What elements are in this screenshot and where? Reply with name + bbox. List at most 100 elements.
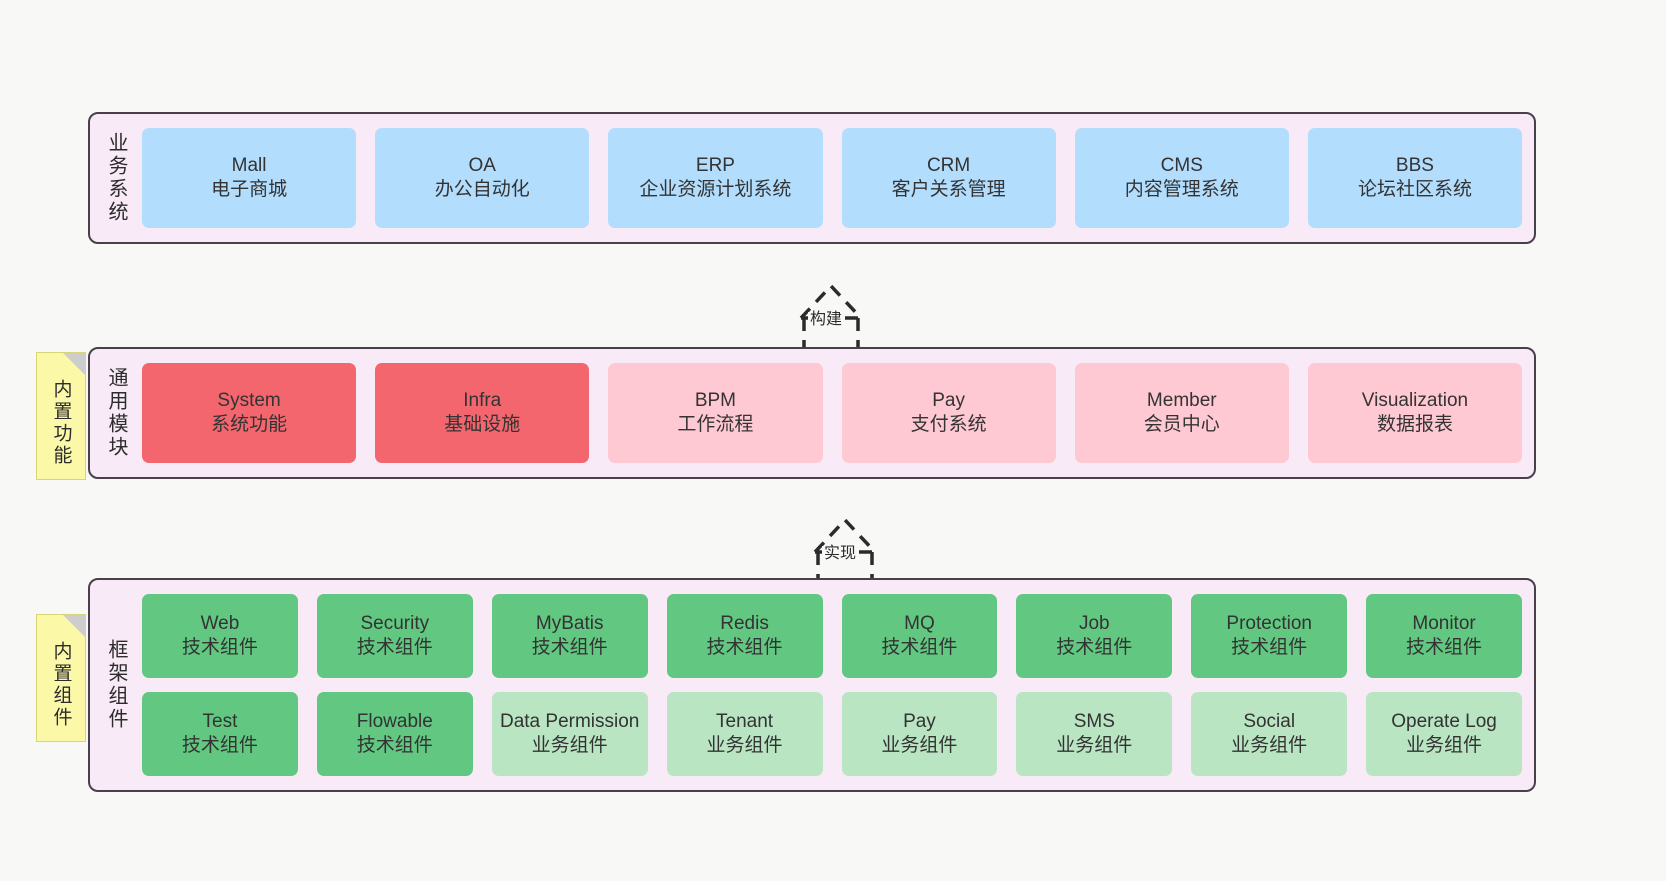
card-title-cn: 技术组件	[531, 637, 608, 658]
card-title-en: Mall	[231, 154, 267, 176]
card-title-cn: 技术组件	[356, 735, 433, 756]
card-system[interactable]: System 系统功能	[142, 363, 357, 463]
card-cms[interactable]: CMS 内容管理系统	[1074, 128, 1289, 228]
note-builtin-component: 内置组件	[36, 614, 86, 742]
layer-title-common: 通用模块	[105, 367, 127, 459]
card-title-en: MyBatis	[535, 612, 604, 634]
card-social[interactable]: Social 业务组件	[1191, 692, 1348, 776]
note-fold-corner-icon	[63, 615, 85, 637]
note-label: 内置组件	[50, 641, 72, 729]
card-infra[interactable]: Infra 基础设施	[375, 363, 590, 463]
layer-business-system: 业务系统 Mall 电子商城 OA 办公自动化 ERP 企业资源计划系统	[88, 112, 1536, 244]
card-title-en: Operate Log	[1391, 710, 1497, 732]
card-job[interactable]: Job 技术组件	[1016, 594, 1173, 678]
card-monitor[interactable]: Monitor 技术组件	[1366, 594, 1522, 678]
card-pay-module[interactable]: Pay 支付系统	[841, 363, 1056, 463]
layer-body-business: Mall 电子商城 OA 办公自动化 ERP 企业资源计划系统 CRM 客户关系…	[142, 114, 1534, 242]
card-visualization[interactable]: Visualization 数据报表	[1307, 363, 1523, 463]
note-builtin-function: 内置功能	[36, 352, 86, 480]
card-title-cn: 系统功能	[211, 414, 288, 435]
card-redis[interactable]: Redis 技术组件	[666, 594, 823, 678]
card-crm[interactable]: CRM 客户关系管理	[841, 128, 1056, 228]
connector-build-svg	[799, 283, 863, 353]
connector-build: 构建	[756, 258, 906, 353]
card-title-en: Security	[360, 612, 430, 634]
card-title-cn: 业务组件	[1056, 735, 1133, 756]
card-bpm[interactable]: BPM 工作流程	[608, 363, 823, 463]
card-title-en: OA	[468, 154, 496, 176]
card-title-cn: 技术组件	[881, 637, 958, 658]
card-title-en: Protection	[1226, 612, 1312, 634]
card-test[interactable]: Test 技术组件	[142, 692, 298, 776]
card-title-cn: 基础设施	[444, 414, 521, 435]
card-flowable[interactable]: Flowable 技术组件	[316, 692, 473, 776]
card-pay-component[interactable]: Pay 业务组件	[841, 692, 998, 776]
card-protection[interactable]: Protection 技术组件	[1191, 594, 1348, 678]
card-title-cn: 办公自动化	[434, 179, 530, 200]
layer-framework-component: 框架组件 Web 技术组件 Security 技术组件 MyBatis 技术组件	[88, 578, 1536, 792]
note-label: 内置功能	[50, 379, 72, 467]
card-web[interactable]: Web 技术组件	[142, 594, 298, 678]
card-data-permission[interactable]: Data Permission 业务组件	[491, 692, 648, 776]
card-operate-log[interactable]: Operate Log 业务组件	[1366, 692, 1522, 776]
card-title-cn: 技术组件	[1406, 637, 1483, 658]
note-fold-corner-icon	[63, 353, 85, 375]
layer-body-common: System 系统功能 Infra 基础设施 BPM 工作流程 Pay 支付系统	[142, 349, 1534, 477]
layer-rows-common: System 系统功能 Infra 基础设施 BPM 工作流程 Pay 支付系统	[142, 349, 1523, 477]
card-erp[interactable]: ERP 企业资源计划系统	[608, 128, 823, 228]
card-title-cn: 业务组件	[1231, 735, 1308, 756]
card-title-en: MQ	[904, 612, 935, 634]
card-title-en: Pay	[903, 710, 936, 732]
card-title-cn: 技术组件	[706, 637, 783, 658]
card-title-en: Monitor	[1412, 612, 1476, 634]
card-title-cn: 支付系统	[910, 414, 987, 435]
arrowhead-triangle-build	[799, 283, 863, 320]
card-bbs[interactable]: BBS 论坛社区系统	[1307, 128, 1523, 228]
card-title-cn: 数据报表	[1376, 414, 1453, 435]
layer-common-module: 通用模块 System 系统功能 Infra 基础设施 BPM 工作流程	[88, 347, 1536, 479]
common-card-row: System 系统功能 Infra 基础设施 BPM 工作流程 Pay 支付系统	[142, 363, 1523, 463]
card-title-en: Flowable	[356, 710, 433, 732]
layer-title-framework: 框架组件	[105, 639, 127, 731]
layer-rows-framework: Web 技术组件 Security 技术组件 MyBatis 技术组件 Redi…	[142, 580, 1522, 790]
card-security[interactable]: Security 技术组件	[316, 594, 473, 678]
card-title-en: Social	[1243, 710, 1296, 732]
card-oa[interactable]: OA 办公自动化	[375, 128, 590, 228]
connector-label-implement: 实现	[822, 545, 859, 562]
arrowhead-triangle-implement	[813, 517, 877, 554]
card-title-cn: 企业资源计划系统	[639, 179, 792, 200]
connector-implement: 实现	[770, 492, 920, 587]
card-title-en: Test	[202, 710, 238, 732]
card-title-cn: 技术组件	[1056, 637, 1133, 658]
card-member[interactable]: Member 会员中心	[1074, 363, 1289, 463]
card-title-en: Redis	[720, 612, 769, 634]
card-title-en: Pay	[932, 389, 965, 411]
card-title-en: Data Permission	[499, 710, 640, 732]
layer-title-business: 业务系统	[105, 132, 127, 224]
card-title-cn: 论坛社区系统	[1357, 179, 1472, 200]
framework-card-row-tech: Web 技术组件 Security 技术组件 MyBatis 技术组件 Redi…	[142, 594, 1522, 678]
card-tenant[interactable]: Tenant 业务组件	[666, 692, 823, 776]
card-mall[interactable]: Mall 电子商城	[142, 128, 357, 228]
card-title-en: Infra	[463, 389, 502, 411]
card-title-cn: 会员中心	[1143, 414, 1220, 435]
card-title-en: Web	[200, 612, 240, 634]
layer-body-framework: Web 技术组件 Security 技术组件 MyBatis 技术组件 Redi…	[142, 580, 1534, 790]
card-mybatis[interactable]: MyBatis 技术组件	[491, 594, 648, 678]
card-mq[interactable]: MQ 技术组件	[841, 594, 998, 678]
card-title-en: SMS	[1073, 710, 1115, 732]
connector-implement-svg	[813, 517, 877, 587]
card-title-en: ERP	[695, 154, 735, 176]
card-title-cn: 业务组件	[706, 735, 783, 756]
card-title-cn: 技术组件	[181, 637, 258, 658]
card-title-en: Job	[1078, 612, 1110, 634]
card-title-cn: 业务组件	[1406, 735, 1483, 756]
card-title-en: CRM	[926, 154, 971, 176]
card-title-en: CMS	[1160, 154, 1203, 176]
card-title-en: BBS	[1395, 154, 1434, 176]
card-title-cn: 业务组件	[531, 735, 608, 756]
card-sms[interactable]: SMS 业务组件	[1016, 692, 1173, 776]
card-title-en: BPM	[694, 389, 737, 411]
card-title-cn: 业务组件	[881, 735, 958, 756]
